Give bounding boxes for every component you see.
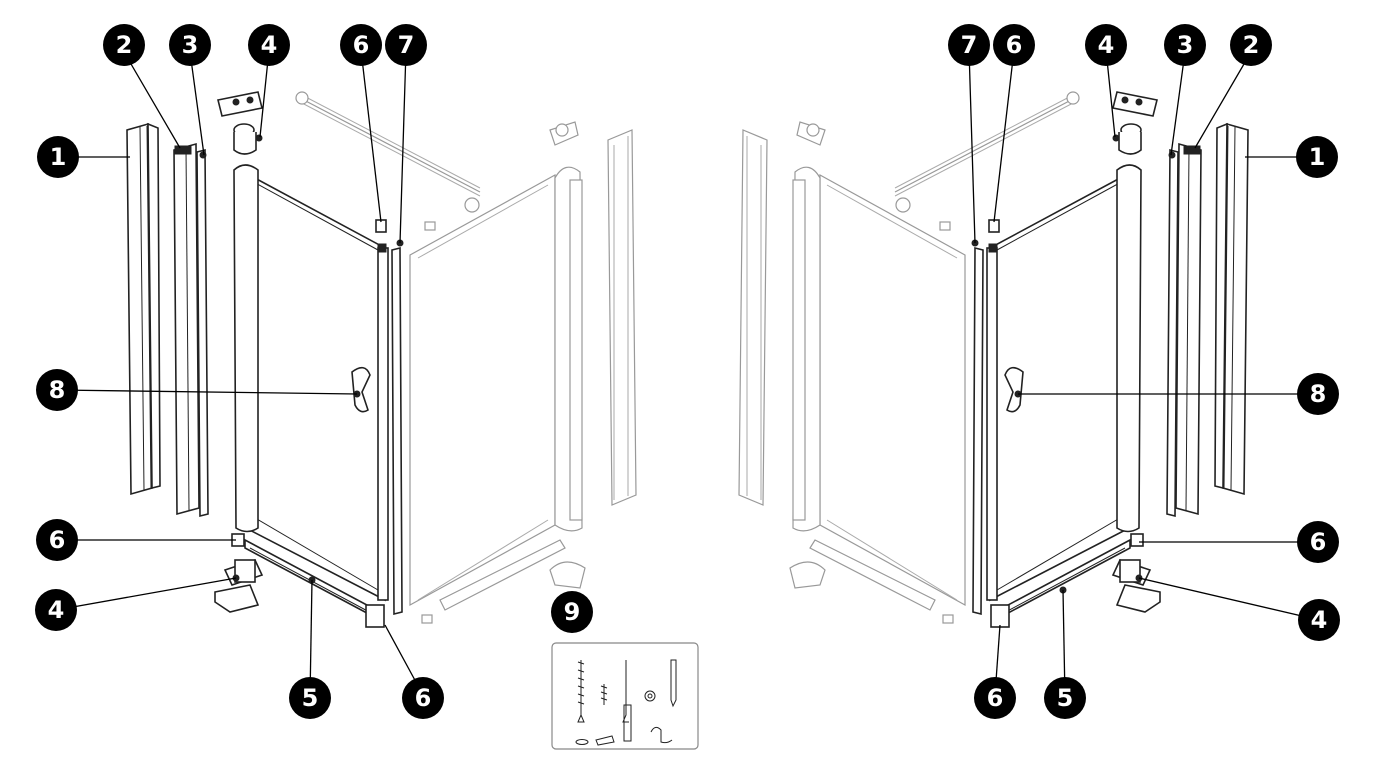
svg-text:1: 1 bbox=[1309, 143, 1326, 171]
callout-7-right: 7 bbox=[948, 24, 990, 66]
callout-9-kit: 9 bbox=[551, 591, 593, 633]
svg-text:6: 6 bbox=[1006, 31, 1023, 59]
callout-2-left: 2 bbox=[103, 24, 145, 66]
svg-text:9: 9 bbox=[564, 598, 581, 626]
left-seal-3 bbox=[196, 148, 209, 518]
kit-short-screw bbox=[600, 684, 608, 705]
callout-1-left: 1 bbox=[37, 136, 79, 178]
kit-hook bbox=[650, 726, 673, 744]
left-assembly: 1 2 3 4 6 7 8 6 4 5 6 bbox=[35, 24, 637, 719]
svg-text:4: 4 bbox=[48, 596, 65, 624]
callout-3-left: 3 bbox=[169, 24, 211, 66]
svg-text:6: 6 bbox=[987, 684, 1004, 712]
kit-nut bbox=[644, 690, 656, 702]
kit-cap bbox=[595, 735, 615, 746]
callout-6-left-mid: 6 bbox=[36, 519, 78, 561]
svg-text:4: 4 bbox=[1098, 31, 1115, 59]
callout-5-right: 5 bbox=[1044, 677, 1086, 719]
svg-text:8: 8 bbox=[1310, 380, 1327, 408]
svg-text:3: 3 bbox=[1177, 31, 1194, 59]
svg-text:6: 6 bbox=[49, 526, 66, 554]
left-wall-profile-1 bbox=[126, 122, 161, 496]
callout-3-right: 3 bbox=[1164, 24, 1206, 66]
kit-long-screw bbox=[577, 660, 585, 723]
fittings-kit-9: 9 bbox=[551, 591, 699, 750]
right-top-hinge-4 bbox=[1112, 91, 1158, 155]
callout-8-left: 8 bbox=[36, 369, 78, 411]
callout-4-left-top: 4 bbox=[248, 24, 290, 66]
callout-5-left: 5 bbox=[289, 677, 331, 719]
left-top-hinge-4 bbox=[217, 91, 263, 155]
svg-text:3: 3 bbox=[182, 31, 199, 59]
callout-2-right: 2 bbox=[1230, 24, 1272, 66]
callout-6-right-bottom: 6 bbox=[974, 677, 1016, 719]
svg-text:5: 5 bbox=[1057, 684, 1074, 712]
kit-washer bbox=[575, 739, 589, 745]
kit-wall-plug bbox=[670, 659, 677, 708]
callout-4-left-bottom: 4 bbox=[35, 589, 77, 631]
svg-text:7: 7 bbox=[961, 31, 978, 59]
svg-text:6: 6 bbox=[353, 31, 370, 59]
left-door-panel bbox=[214, 164, 404, 628]
callout-4-right-top: 4 bbox=[1085, 24, 1127, 66]
svg-text:5: 5 bbox=[302, 684, 319, 712]
right-wall-profile-1 bbox=[1214, 122, 1249, 496]
left-leader-lines bbox=[55, 49, 424, 699]
kit-cylinder bbox=[623, 704, 632, 742]
callout-6-right-top: 6 bbox=[993, 24, 1035, 66]
callout-8-right: 8 bbox=[1297, 373, 1339, 415]
callout-6-left-bottom: 6 bbox=[402, 677, 444, 719]
right-door-panel bbox=[971, 164, 1161, 628]
right-wall-profile-2 bbox=[1175, 142, 1202, 516]
svg-text:4: 4 bbox=[1311, 606, 1328, 634]
svg-text:8: 8 bbox=[49, 376, 66, 404]
left-ghost-fixed-panel bbox=[295, 91, 637, 624]
callout-1-right: 1 bbox=[1296, 136, 1338, 178]
svg-text:1: 1 bbox=[50, 143, 67, 171]
callout-7-left: 7 bbox=[385, 24, 427, 66]
svg-text:6: 6 bbox=[415, 684, 432, 712]
left-wall-profile-2 bbox=[173, 142, 200, 516]
svg-text:4: 4 bbox=[261, 31, 278, 59]
svg-text:7: 7 bbox=[398, 31, 415, 59]
svg-text:2: 2 bbox=[1243, 31, 1260, 59]
callout-4-right-bottom: 4 bbox=[1298, 599, 1340, 641]
fittings-kit-box bbox=[551, 642, 699, 750]
svg-text:6: 6 bbox=[1310, 528, 1327, 556]
right-assembly: 7 6 4 3 2 1 8 6 4 6 5 bbox=[738, 24, 1340, 719]
svg-text:2: 2 bbox=[116, 31, 133, 59]
callout-6-left-top: 6 bbox=[340, 24, 382, 66]
right-ghost-fixed-panel bbox=[738, 91, 1080, 624]
callout-6-right-mid: 6 bbox=[1297, 521, 1339, 563]
right-seal-3 bbox=[1166, 148, 1179, 518]
